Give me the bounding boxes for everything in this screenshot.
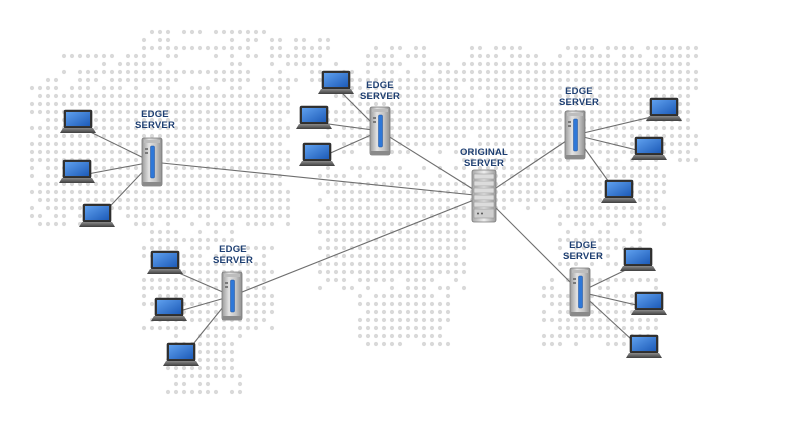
edge-server-southeast bbox=[569, 247, 667, 358]
laptop-icon bbox=[79, 203, 115, 227]
edge-southwest-label-line1: EDGE bbox=[219, 244, 247, 255]
origin-server-label-line1: ORIGINAL bbox=[460, 147, 508, 158]
edge-southwest-label-line2: SERVER bbox=[213, 255, 253, 266]
edge-west-label-line1: EDGE bbox=[141, 109, 169, 120]
rack-server-icon bbox=[471, 169, 497, 223]
link-origin-to-edge-east bbox=[483, 134, 576, 197]
laptop-icon bbox=[151, 297, 187, 321]
edge-southeast-label-line1: EDGE bbox=[569, 240, 597, 251]
origin-server-label-line2: SERVER bbox=[464, 158, 504, 169]
laptop-icon bbox=[620, 247, 656, 271]
laptop-icon bbox=[646, 97, 682, 121]
laptop-icon bbox=[626, 334, 662, 358]
world-map-dots bbox=[29, 29, 699, 395]
link-origin-to-edge-southeast bbox=[483, 195, 581, 293]
laptop-icon bbox=[299, 142, 335, 166]
link-origin-to-edge-west bbox=[151, 161, 485, 197]
tower-server-icon bbox=[369, 106, 391, 156]
edge-west-label-line2: SERVER bbox=[135, 120, 175, 131]
tower-server-icon bbox=[141, 137, 163, 187]
laptop-icon bbox=[318, 70, 354, 94]
edge-north-label-line1: EDGE bbox=[366, 80, 394, 91]
laptop-icon bbox=[59, 159, 95, 183]
link-origin-to-edge-southwest bbox=[231, 195, 485, 297]
edge-southeast-label-line2: SERVER bbox=[563, 251, 603, 262]
laptop-icon bbox=[296, 105, 332, 129]
tower-server-icon bbox=[569, 267, 591, 317]
network-nodes: ORIGINAL SERVER EDGE SERVER EDGE SERVER … bbox=[59, 70, 682, 366]
edge-server-southwest bbox=[147, 250, 243, 366]
edge-north-label-line2: SERVER bbox=[360, 91, 400, 102]
laptop-icon bbox=[163, 342, 199, 366]
edge-server-east bbox=[564, 97, 682, 203]
laptop-icon bbox=[631, 136, 667, 160]
link-origin-to-edge-north bbox=[379, 130, 485, 197]
edge-east-label-line1: EDGE bbox=[565, 86, 593, 97]
laptop-icon bbox=[147, 250, 183, 274]
laptop-icon bbox=[631, 291, 667, 315]
edge-server-north bbox=[296, 70, 391, 166]
edge-server-west bbox=[59, 109, 163, 227]
tower-server-icon bbox=[564, 110, 586, 160]
edge-east-label-line2: SERVER bbox=[559, 97, 599, 108]
tower-server-icon bbox=[221, 271, 243, 321]
laptop-icon bbox=[601, 179, 637, 203]
origin-server: ORIGINAL SERVER bbox=[460, 147, 508, 223]
laptop-icon bbox=[60, 109, 96, 133]
